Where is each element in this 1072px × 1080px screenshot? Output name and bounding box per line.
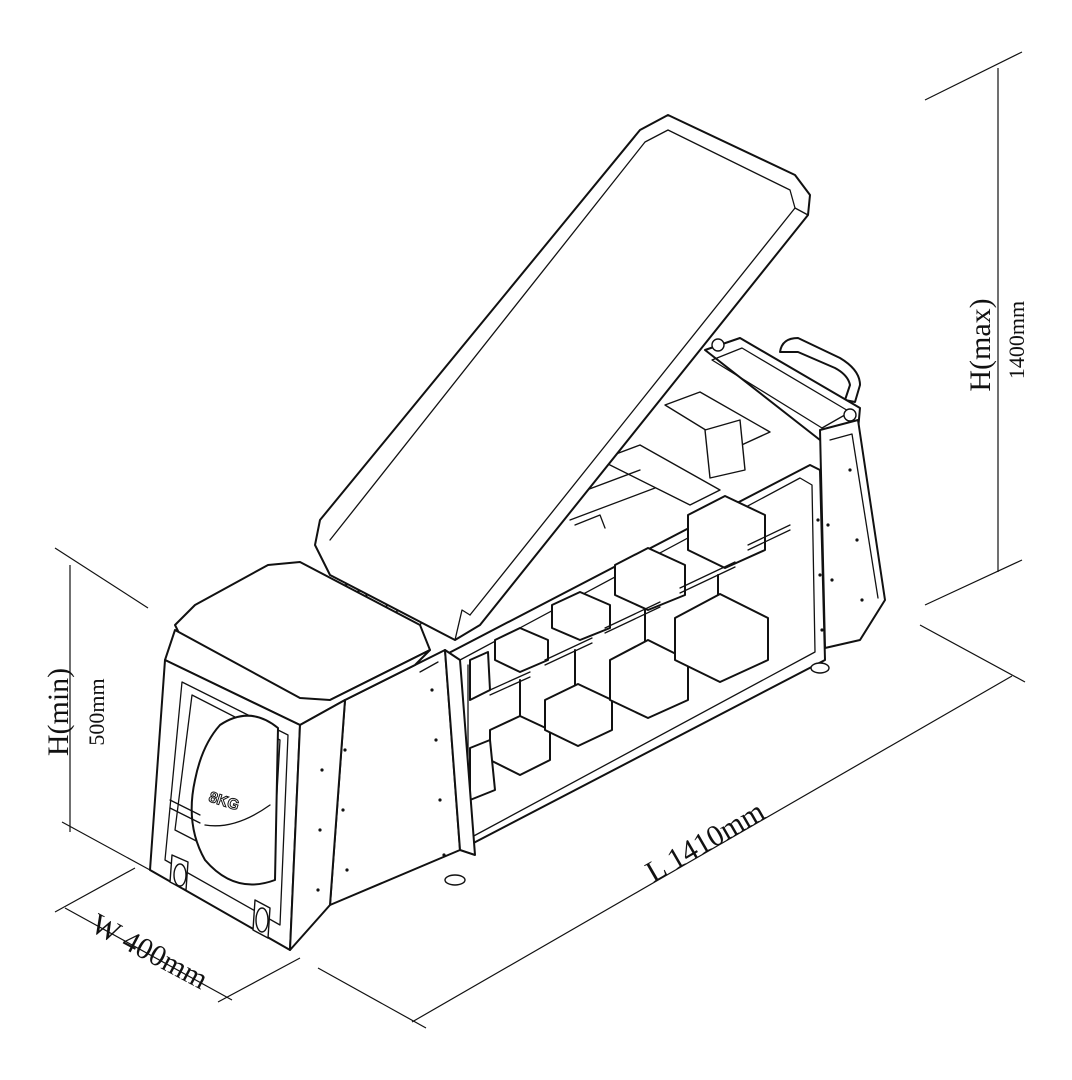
svg-text:H(max): H(max)	[964, 298, 997, 391]
length-label: L 1410mm	[640, 795, 770, 889]
tower-side-panel	[289, 699, 346, 951]
dumbbell[interactable]	[674, 495, 769, 683]
h-max-label: H(max)	[964, 298, 997, 391]
frame-knob[interactable]	[843, 408, 857, 422]
rear-handle[interactable]	[779, 337, 861, 403]
backrest-pad[interactable]	[314, 114, 811, 641]
dumbbell-rack	[444, 464, 826, 851]
h-min-value: 500mm	[84, 678, 109, 745]
dumbbell[interactable]	[544, 591, 613, 747]
dimension-h-max: H(max) 1400mm	[924, 51, 1029, 606]
frame-knob[interactable]	[711, 338, 725, 352]
rear-upright	[819, 419, 886, 649]
dumbbell[interactable]	[489, 627, 551, 776]
front-storage-tower: 8KG	[149, 561, 431, 951]
wheel[interactable]	[252, 899, 271, 939]
dumbbell[interactable]	[609, 547, 689, 719]
wheel[interactable]	[169, 854, 189, 891]
h-min-label: H(min)	[42, 668, 75, 756]
width-label: W 400mm	[86, 907, 214, 996]
dimension-h-min: H(min) 500mm	[42, 547, 151, 871]
rear-frame	[704, 337, 886, 649]
h-max-value: 1400mm	[1004, 301, 1029, 379]
kettlebell[interactable]: 8KG	[190, 714, 279, 886]
